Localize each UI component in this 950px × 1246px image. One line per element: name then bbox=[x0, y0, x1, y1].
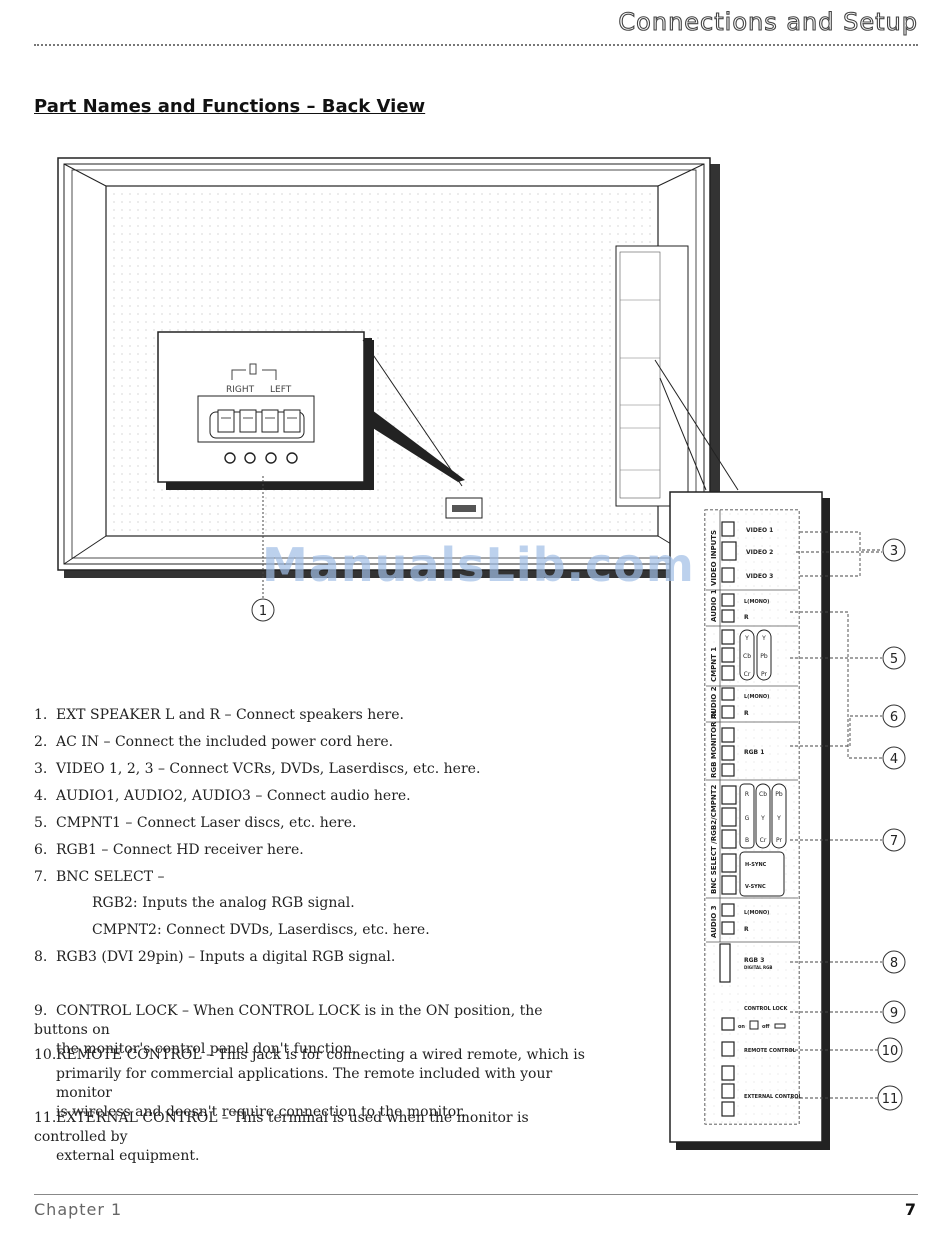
label-control-lock: CONTROL LOCK bbox=[744, 1006, 788, 1012]
callout-5: 5 bbox=[890, 652, 898, 667]
speaker-right-label: RIGHT bbox=[226, 385, 255, 395]
group-bnc-select: BNC SELECT /RGB2/CMPNT2 bbox=[710, 784, 718, 894]
svg-text:L(MONO): L(MONO) bbox=[744, 599, 769, 605]
function-item-7-rgb2: RGB2: Inputs the analog RGB signal. bbox=[92, 895, 355, 911]
svg-text:R: R bbox=[744, 710, 749, 717]
group-video-inputs: VIDEO INPUTS bbox=[710, 530, 718, 586]
svg-text:Pr: Pr bbox=[761, 671, 768, 678]
svg-text:R: R bbox=[744, 926, 749, 933]
function-item-3: 3.VIDEO 1, 2, 3 – Connect VCRs, DVDs, La… bbox=[34, 761, 481, 777]
function-item-8: 8.RGB3 (DVI 29pin) – Inputs a digital RG… bbox=[34, 949, 396, 965]
speaker-terminal-inset: RIGHT LEFT bbox=[157, 331, 483, 519]
section-title: Part Names and Functions – Back View bbox=[34, 96, 426, 117]
label-external-control: EXTERNAL CONTROL bbox=[744, 1094, 803, 1100]
panel-jacks bbox=[719, 521, 737, 1117]
group-audio3: AUDIO 3 bbox=[710, 905, 718, 938]
function-item-7: 7.BNC SELECT – bbox=[34, 869, 165, 885]
speaker-terminals bbox=[217, 409, 301, 433]
function-item-10: 10.REMOTE CONTROL – This jack is for con… bbox=[34, 1047, 585, 1120]
function-item-2: 2.AC IN – Connect the included power cor… bbox=[34, 734, 394, 750]
label-video3: VIDEO 3 bbox=[746, 573, 773, 580]
label-rgb3: RGB 3 bbox=[744, 957, 764, 964]
group-audio1: AUDIO 1 bbox=[710, 589, 718, 622]
function-item-6: 6.RGB1 – Connect HD receiver here. bbox=[34, 842, 304, 858]
callout-7: 7 bbox=[890, 834, 898, 849]
svg-text:B: B bbox=[745, 837, 749, 844]
svg-text:DIGITAL RGB: DIGITAL RGB bbox=[744, 965, 772, 970]
callout-6: 6 bbox=[890, 710, 898, 725]
callout-1-label: 1 bbox=[259, 604, 267, 619]
label-video1: VIDEO 1 bbox=[746, 527, 773, 534]
svg-text:Y: Y bbox=[761, 635, 766, 642]
svg-text:off: off bbox=[762, 1024, 770, 1030]
group-rgb-monitor-in: RGB MONITOR IN bbox=[710, 711, 718, 778]
callout-3: 3 bbox=[890, 544, 898, 559]
callout-4: 4 bbox=[890, 752, 898, 767]
svg-text:Pr: Pr bbox=[776, 837, 783, 844]
group-audio2: AUDIO 2 bbox=[710, 686, 718, 719]
footer-rule bbox=[34, 1194, 918, 1195]
callout-9: 9 bbox=[890, 1006, 898, 1021]
function-item-7-cmpnt2: CMPNT2: Connect DVDs, Laserdiscs, etc. h… bbox=[92, 922, 430, 938]
label-video2: VIDEO 2 bbox=[746, 549, 773, 556]
header-rule bbox=[34, 44, 918, 46]
svg-text:Y: Y bbox=[760, 815, 765, 822]
input-panel-detail: VIDEO INPUTS AUDIO 1 CMPNT 1 AUDIO 2 RGB… bbox=[669, 491, 830, 1150]
svg-text:V-SYNC: V-SYNC bbox=[745, 884, 766, 890]
svg-text:Pb: Pb bbox=[775, 791, 783, 798]
page-number: 7 bbox=[904, 1200, 916, 1219]
svg-text:R: R bbox=[745, 791, 749, 798]
callout-8: 8 bbox=[890, 956, 898, 971]
svg-text:H-SYNC: H-SYNC bbox=[745, 862, 767, 868]
svg-text:Cb: Cb bbox=[743, 653, 751, 660]
header-title: Connections and Setup bbox=[618, 7, 918, 36]
callout-11: 11 bbox=[882, 1092, 899, 1107]
function-item-4: 4.AUDIO1, AUDIO2, AUDIO3 – Connect audio… bbox=[34, 788, 411, 804]
label-rgb1: RGB 1 bbox=[744, 749, 764, 756]
svg-text:L(MONO): L(MONO) bbox=[744, 694, 769, 700]
callout-10: 10 bbox=[882, 1044, 899, 1059]
side-connector-strip bbox=[615, 245, 689, 507]
svg-text:Cr: Cr bbox=[760, 837, 767, 844]
svg-text:on: on bbox=[738, 1024, 745, 1030]
function-item-5: 5.CMPNT1 – Connect Laser discs, etc. her… bbox=[34, 815, 357, 831]
svg-text:Y: Y bbox=[776, 815, 781, 822]
back-view-diagram: RIGHT LEFT 1 bbox=[57, 157, 906, 1150]
svg-text:G: G bbox=[745, 815, 750, 822]
watermark: ManualsLib.com bbox=[262, 538, 695, 592]
svg-text:Y: Y bbox=[744, 635, 749, 642]
panel-callouts bbox=[877, 538, 906, 1111]
svg-text:R: R bbox=[744, 614, 749, 621]
svg-text:L(MONO): L(MONO) bbox=[744, 910, 769, 916]
function-item-1: 1.EXT SPEAKER L and R – Connect speakers… bbox=[34, 707, 404, 723]
svg-text:Cb: Cb bbox=[759, 791, 767, 798]
footer-chapter: Chapter 1 bbox=[34, 1200, 123, 1219]
callout-1 bbox=[251, 598, 275, 622]
speaker-left-label: LEFT bbox=[270, 385, 292, 395]
function-item-11: 11.EXTERNAL CONTROL – This terminal is u… bbox=[34, 1110, 529, 1164]
svg-text:Pb: Pb bbox=[760, 653, 768, 660]
svg-text:Cr: Cr bbox=[744, 671, 751, 678]
group-cmpnt1: CMPNT 1 bbox=[710, 647, 718, 682]
function-item-9: 9.CONTROL LOCK – When CONTROL LOCK is in… bbox=[34, 1003, 543, 1057]
label-remote-control: REMOTE CONTROL bbox=[744, 1048, 797, 1054]
